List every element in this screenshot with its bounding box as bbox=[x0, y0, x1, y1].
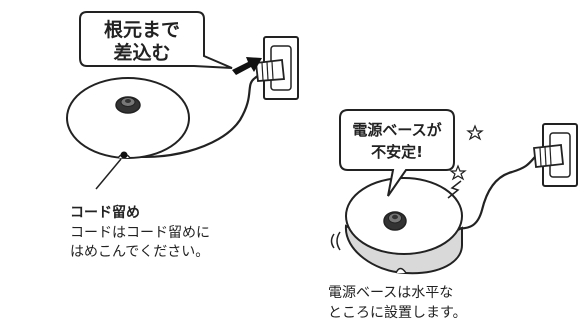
power-base-right bbox=[344, 177, 463, 275]
cord-clip-desc-line2: はめこんでください。 bbox=[70, 244, 209, 260]
callout-bubble-insert: 根元まで 差込む bbox=[79, 11, 233, 69]
sparkle-icon bbox=[449, 124, 484, 181]
cord-clip-marker bbox=[120, 151, 128, 159]
power-base-left bbox=[66, 77, 190, 159]
left-figure: 根元まで 差込む コード留め コードはコード留めに はめこんでください。 bbox=[66, 11, 299, 260]
callout-unstable-line1: 電源ベースが bbox=[352, 121, 442, 139]
plug-icon bbox=[533, 144, 564, 168]
callout-bubble-unstable: 電源ベースが 不安定! bbox=[339, 109, 455, 197]
leader-line bbox=[95, 158, 122, 190]
cord-clip-title: コード留め bbox=[70, 204, 140, 221]
vibration-icon bbox=[330, 231, 341, 251]
callout-insert-line2: 差込む bbox=[113, 41, 170, 64]
callout-insert-line1: 根元まで bbox=[104, 18, 180, 41]
plug-icon bbox=[255, 59, 285, 82]
placement-caption-line1: 電源ベースは水平な bbox=[328, 285, 453, 301]
arrow-icon bbox=[232, 57, 262, 75]
cord-clip-desc-line1: コードはコード留めに bbox=[70, 225, 210, 241]
shake-mark bbox=[447, 180, 462, 199]
callout-unstable-line2: 不安定! bbox=[371, 143, 423, 161]
right-figure: 電源ベースが 不安定! 電源ベースは水平な ところに設置します。 bbox=[328, 109, 578, 321]
placement-caption-line2: ところに設置します。 bbox=[328, 305, 467, 321]
